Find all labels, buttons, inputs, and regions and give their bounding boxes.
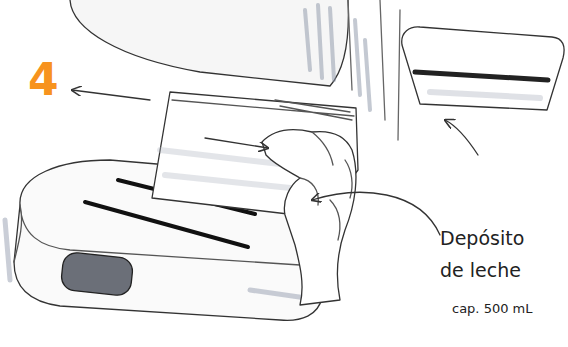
motion-arrow	[205, 138, 268, 148]
leader-arrow	[445, 120, 478, 155]
part-name: Depósito de leche	[440, 222, 535, 287]
inset-tank	[402, 27, 564, 110]
tray-slot	[85, 202, 248, 247]
hand	[262, 130, 356, 305]
step-number: 4	[28, 58, 59, 102]
capacity-note: cap. 500 mL	[452, 298, 532, 320]
leader-arrow	[312, 192, 440, 235]
tank-rim	[172, 100, 354, 120]
motion-arrow	[72, 90, 150, 100]
tray-grip	[60, 251, 134, 296]
inset-band	[415, 72, 548, 80]
finger-lines	[300, 132, 352, 240]
shading	[305, 5, 370, 110]
shading	[430, 92, 540, 98]
